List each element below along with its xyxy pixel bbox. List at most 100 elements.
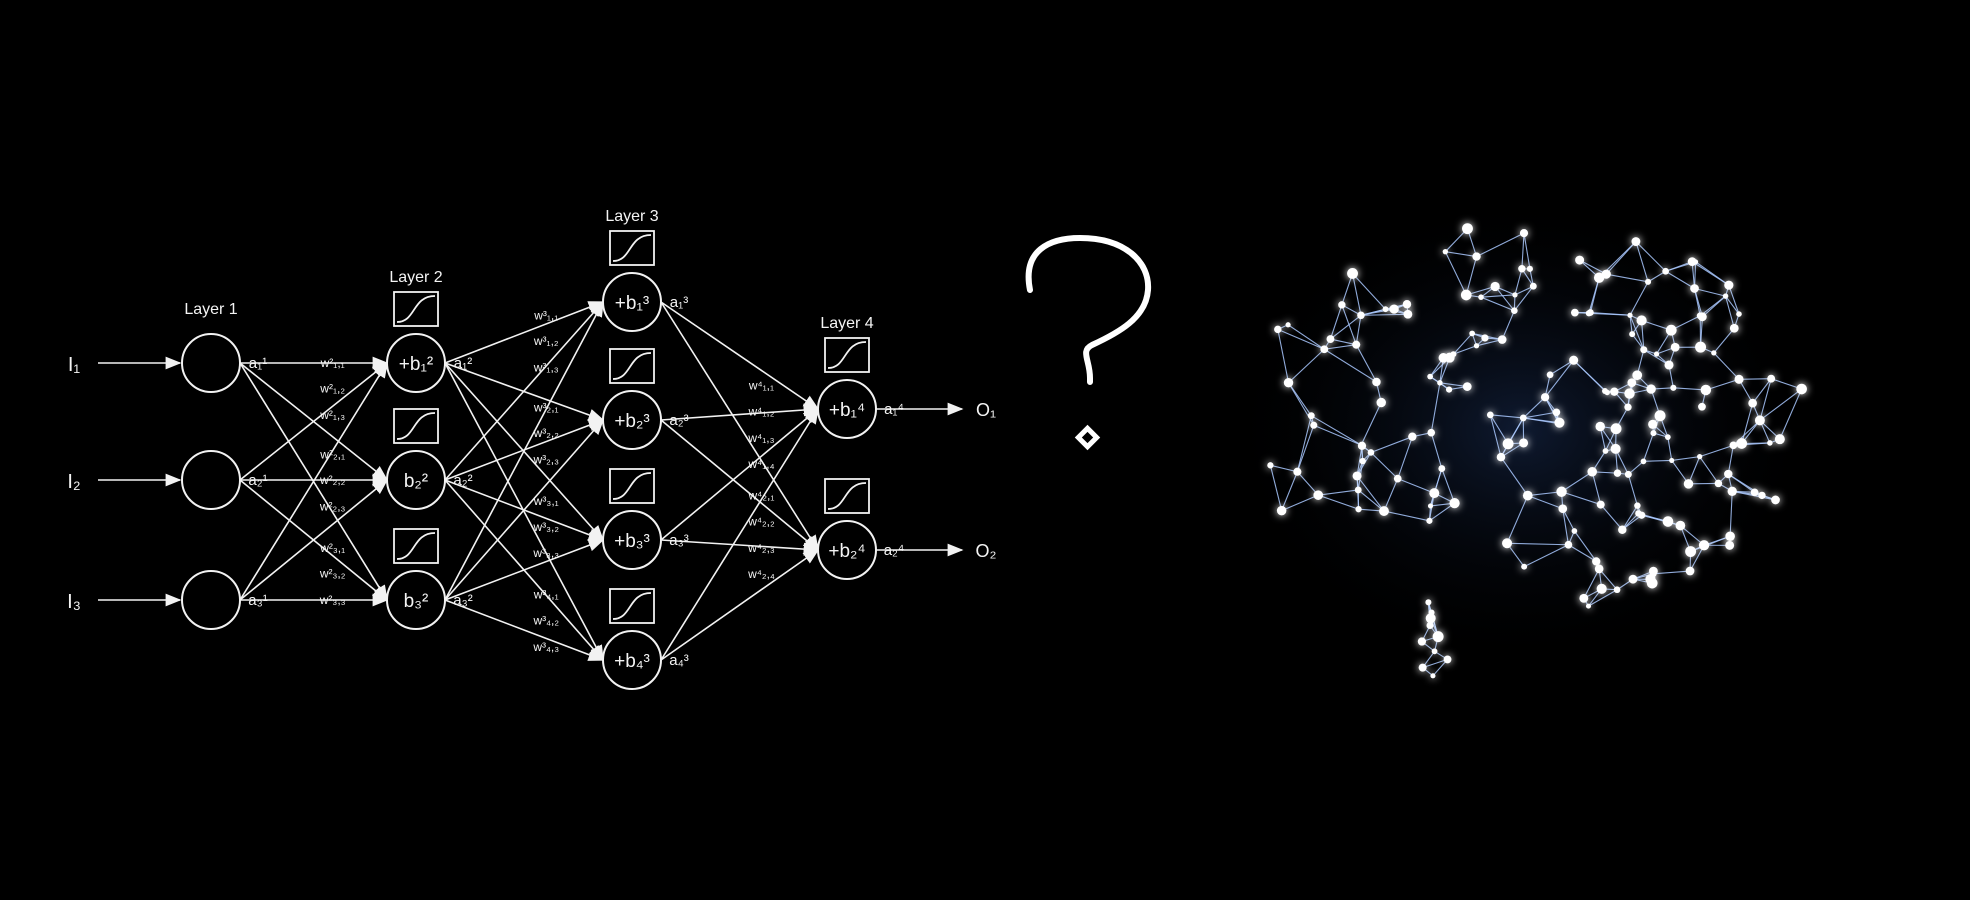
brain-node (1564, 540, 1573, 549)
weight-label: w³₄,₂ (532, 613, 559, 627)
brain-node (1460, 289, 1472, 301)
brain-edge (1588, 589, 1618, 607)
brain-node (1570, 308, 1579, 317)
brain-node (1497, 335, 1507, 344)
brain-node (1650, 430, 1657, 437)
sigmoid-box (609, 588, 655, 624)
neuron (181, 333, 241, 393)
brain-edge (1627, 474, 1638, 506)
brain-edge (1629, 315, 1645, 350)
brain-node (1519, 228, 1529, 238)
brain-node (1338, 301, 1346, 309)
brain-node (1601, 269, 1611, 279)
weight-label: w³₂,₁ (533, 400, 559, 414)
brain-node (1310, 421, 1318, 429)
brain-node (1725, 540, 1735, 550)
weight-label: w³₂,₃ (532, 453, 559, 467)
brain-node (1640, 458, 1647, 465)
brain-node (1357, 311, 1365, 320)
brain-edge (1729, 491, 1733, 537)
brain-node (1587, 467, 1597, 477)
neuron (386, 450, 446, 510)
brain-edge (1476, 232, 1525, 258)
brain-edge (1522, 396, 1546, 419)
connection-line (660, 403, 820, 421)
brain-node (1627, 378, 1637, 388)
brain-node (1585, 603, 1592, 609)
brain-node (1358, 442, 1364, 448)
brain-edge (1281, 471, 1298, 511)
brain-node (1675, 520, 1686, 531)
brain-edge (1444, 251, 1467, 296)
brain-node (1326, 335, 1335, 343)
brain-edge (1341, 273, 1354, 305)
brain-edge (1752, 378, 1772, 404)
brain-edge (1591, 471, 1602, 505)
brain-node (1624, 470, 1632, 478)
sigmoid-box (393, 528, 439, 564)
brain-edge (1430, 432, 1443, 469)
brain-edge (1725, 295, 1735, 329)
brain-edge (1521, 233, 1525, 269)
brain-node (1610, 387, 1619, 396)
weight-label: w⁴₁,₃ (747, 431, 774, 445)
brain-edge (1355, 344, 1377, 383)
brain-edge (1527, 495, 1563, 510)
connection-line (444, 599, 605, 661)
brain-edge (1693, 288, 1701, 316)
activation-label: a₃³ (669, 532, 688, 549)
activation-label: a₃² (453, 592, 472, 609)
brain-node (1624, 403, 1632, 411)
brain-node (1372, 377, 1381, 387)
brain-edge (1430, 382, 1441, 433)
layer-label: Layer 1 (184, 301, 237, 318)
brain-node (1554, 417, 1565, 428)
brain-node (1613, 586, 1621, 594)
brain-edge (1573, 530, 1597, 562)
brain-edge (1501, 310, 1515, 340)
brain-node (1610, 443, 1621, 454)
brain-node (1429, 488, 1440, 499)
brain-edge (1527, 491, 1562, 497)
brain-node (1690, 284, 1699, 293)
brain-node (1519, 414, 1527, 422)
brain-node (1473, 343, 1480, 349)
brain-node (1596, 583, 1607, 594)
brain-node (1592, 557, 1601, 566)
brain-edge (1453, 345, 1477, 355)
brain-node (1540, 393, 1550, 402)
brain-node (1575, 255, 1585, 265)
brain-edge (1561, 471, 1593, 493)
brain-edge (1653, 570, 1691, 575)
brain-node (1556, 486, 1567, 497)
brain-node (1700, 384, 1712, 396)
brain-edge (1694, 287, 1726, 297)
brain-node (1683, 479, 1694, 489)
brain-node (1274, 325, 1282, 334)
brain-node (1510, 307, 1518, 315)
brain-node (1519, 438, 1529, 448)
brain-edge (1643, 459, 1672, 462)
brain-edge (1329, 304, 1343, 340)
brain-node (1579, 593, 1589, 603)
brain-node (1522, 490, 1533, 501)
brain-edge (1665, 270, 1695, 289)
brain-edge (1598, 568, 1618, 591)
brain-edge (1490, 414, 1524, 419)
brain-edge (1288, 348, 1325, 384)
neuron (181, 450, 241, 510)
connection-line (660, 407, 820, 541)
brain-node (1496, 452, 1506, 462)
brain-node (1307, 412, 1315, 420)
brain-node (1502, 438, 1514, 450)
brain-node (1587, 309, 1594, 316)
brain-node (1594, 564, 1604, 574)
brain-node (1486, 411, 1494, 419)
brain-node (1595, 421, 1605, 432)
brain-node (1649, 570, 1657, 578)
brain-node (1402, 300, 1412, 309)
brain-edge (1699, 295, 1726, 317)
brain-node (1518, 265, 1526, 273)
brain-node (1722, 293, 1729, 299)
connection-line (660, 407, 819, 661)
